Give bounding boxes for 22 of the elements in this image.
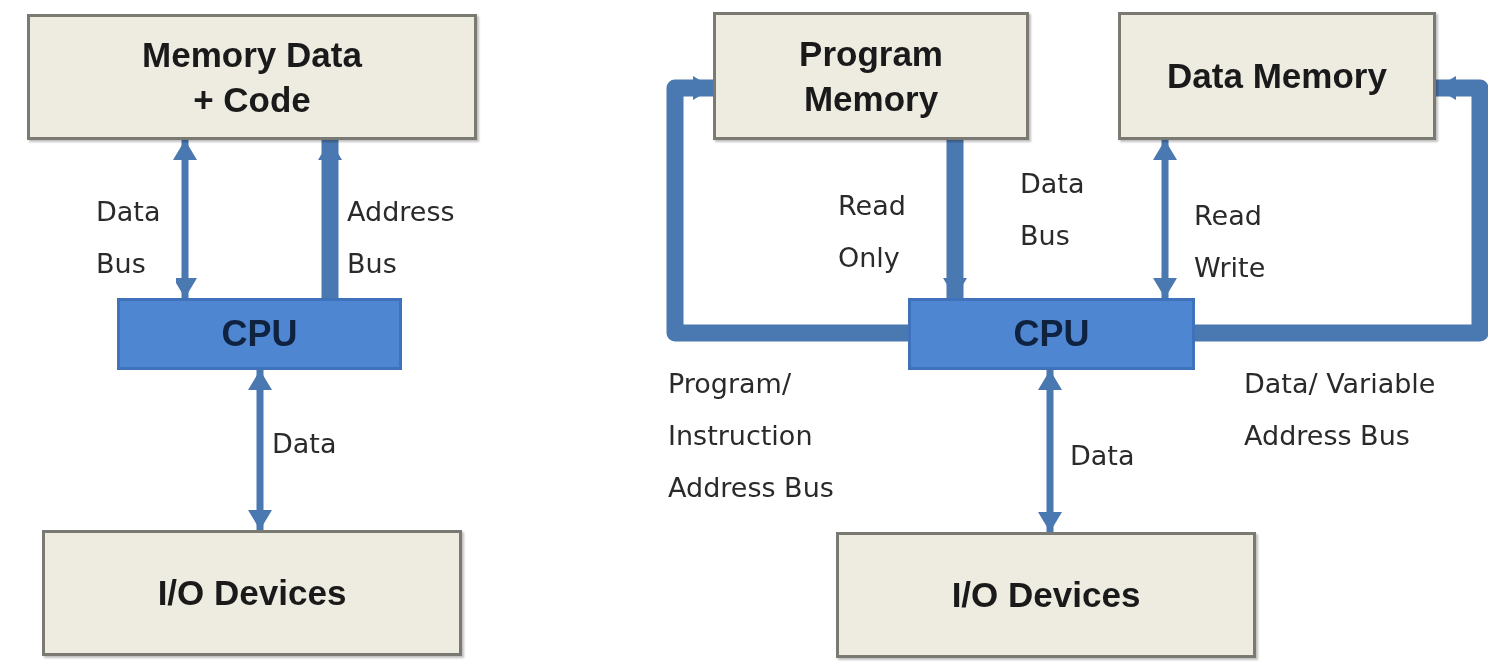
- box-label: Data Memory: [1167, 55, 1387, 98]
- box-label: CPU: [221, 311, 298, 356]
- arrow: [318, 140, 342, 298]
- block-box: [27, 14, 477, 140]
- box-label: CPU: [1013, 311, 1090, 356]
- arrow: [173, 140, 197, 298]
- cpu-box: [908, 298, 1195, 370]
- box-label: I/O Devices: [157, 572, 347, 615]
- block-box: [42, 530, 462, 656]
- arrow: [1153, 140, 1177, 298]
- arrow: [248, 370, 272, 530]
- box-label: I/O Devices: [951, 574, 1141, 617]
- block-box: [1118, 12, 1436, 140]
- arrow: [943, 140, 967, 298]
- arrow: [666, 76, 908, 342]
- cpu-box: [117, 298, 402, 370]
- box-label: Program Memory: [798, 32, 944, 120]
- block-box: [713, 12, 1029, 140]
- arrow: [1195, 76, 1488, 342]
- block-box: [836, 532, 1256, 658]
- box-label: Memory Data + Code: [141, 33, 364, 121]
- arrow: [1038, 370, 1062, 532]
